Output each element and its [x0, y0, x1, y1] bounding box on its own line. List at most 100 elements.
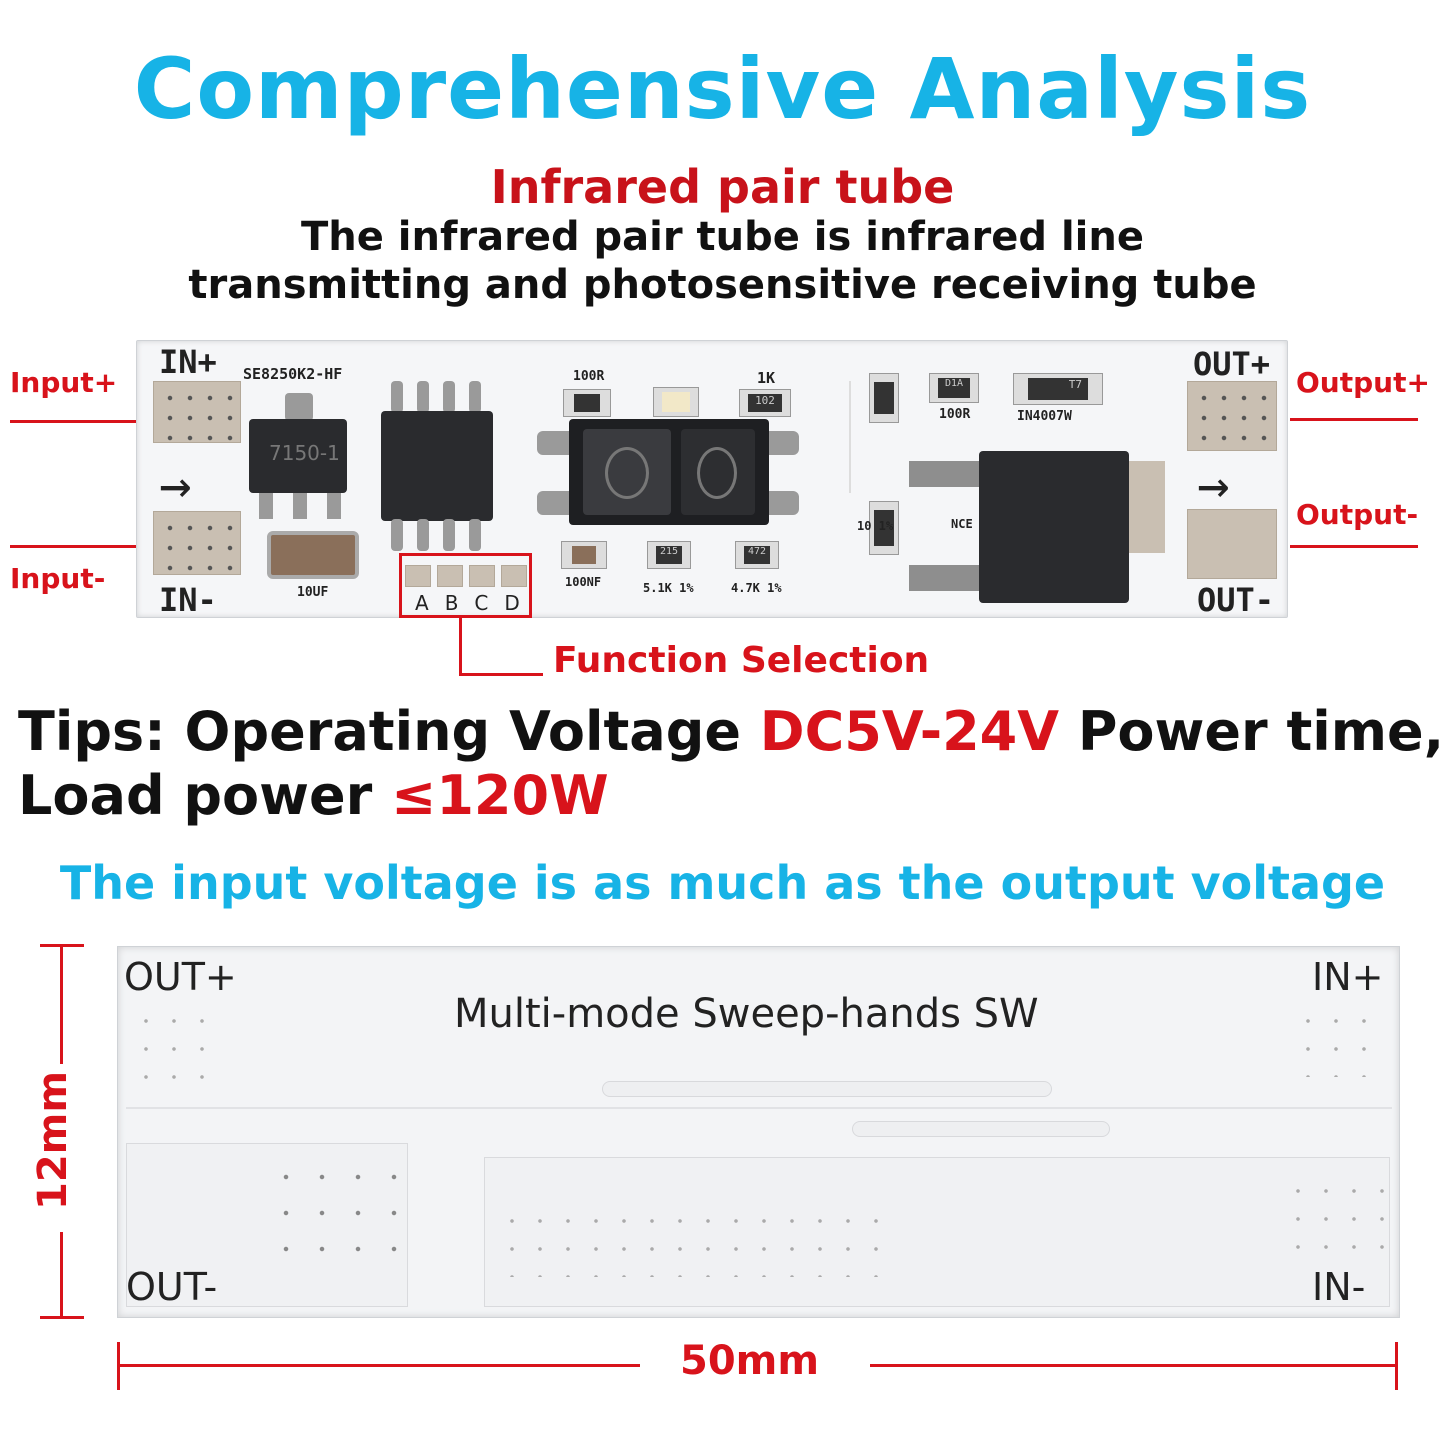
mosfet-label: NCE: [951, 517, 973, 531]
width-dimension-line-left: [117, 1364, 640, 1367]
regulator-tab: [285, 393, 313, 421]
regulator-leg-3: [327, 493, 341, 519]
ic-pin: [469, 519, 481, 551]
select-pad: [405, 565, 431, 587]
height-dimension-label: 12mm: [30, 1070, 76, 1210]
select-letter-d: D: [504, 591, 520, 615]
output-minus-label: Output-: [1296, 498, 1419, 531]
function-selection-label: Function Selection: [553, 640, 930, 681]
ir-pair-tube: [569, 419, 769, 525]
resistor-10-ohm: [869, 501, 899, 555]
bottom-out-plus-label: OUT+: [124, 955, 237, 999]
output-plus-pad: [1187, 381, 1277, 451]
load-power-prefix: Load power: [18, 764, 392, 827]
via-grid-bottom: [498, 1207, 878, 1277]
input-plus-pad: [153, 381, 241, 443]
ic-pin: [391, 381, 403, 413]
trace-middle: [852, 1121, 1110, 1137]
ir-receiver: [681, 429, 755, 515]
via-grid-left: [132, 1007, 222, 1087]
width-dimension-right-tick: [1395, 1342, 1398, 1390]
height-dimension-line-bottom: [60, 1232, 63, 1318]
capacitor-100nf: [561, 541, 607, 569]
arrow-right-icon: →: [1197, 453, 1230, 516]
trace-line: [849, 381, 859, 493]
select-pad: [469, 565, 495, 587]
height-dimension-bottom-tick: [40, 1316, 84, 1319]
trace-long-top: [602, 1081, 1052, 1097]
width-dimension-label: 50mm: [680, 1338, 820, 1384]
tips-line-1: Tips: Operating Voltage DC5V-24V Power t…: [18, 700, 1444, 763]
resistor-100r-label: 100R: [573, 369, 605, 384]
select-letter-a: A: [415, 591, 429, 615]
mosfet-tab: [1129, 461, 1165, 553]
diode-label: IN4007W: [1017, 409, 1072, 424]
resistor-4k7-code: 472: [744, 546, 770, 564]
resistor-10-label: 10 1%: [857, 519, 894, 533]
page-title: Comprehensive Analysis: [133, 40, 1312, 138]
description-line-1: The infrared pair tube is infrared line: [300, 214, 1144, 260]
pcb-in-plus-label: IN+: [159, 343, 217, 381]
via-grid-out-minus: [268, 1159, 398, 1269]
resistor-1k-code: 102: [748, 394, 782, 412]
tips-prefix: Tips: Operating Voltage: [18, 700, 760, 763]
function-select-pads: [405, 565, 531, 589]
resistor-vertical: [869, 373, 899, 423]
function-select-letters: A B C D: [415, 591, 520, 615]
diode-in4007w: T7: [1013, 373, 1103, 405]
resistor-1k-label: 1K: [757, 369, 776, 387]
ic-pin: [443, 519, 455, 551]
led-indicator: [653, 387, 699, 417]
ic-pin: [391, 519, 403, 551]
input-voltage-note: The input voltage is as much as the outp…: [59, 856, 1386, 910]
input-minus-line: [10, 545, 136, 548]
ic-pin: [469, 381, 481, 413]
function-selection-line-vertical: [459, 618, 462, 676]
bottom-in-plus-label: IN+: [1312, 955, 1384, 999]
mosfet-leg-1: [909, 461, 981, 487]
bottom-out-minus-label: OUT-: [126, 1265, 218, 1309]
resistor-100r: [563, 389, 611, 417]
resistor-100r-b: D1A: [929, 373, 979, 403]
description-line-2: transmitting and photosensitive receivin…: [188, 262, 1257, 308]
capacitor-100nf-label: 100NF: [565, 575, 602, 589]
section-subtitle: Infrared pair tube: [490, 160, 955, 214]
pcb-out-minus-label: OUT-: [1197, 581, 1275, 619]
resistor-4k7: 472: [735, 541, 779, 569]
output-plus-line: [1290, 418, 1418, 421]
regulator-leg-1: [259, 493, 273, 519]
capacitor-label: 10UF: [297, 585, 329, 600]
via-grid-in-minus: [1284, 1177, 1384, 1267]
pcb-in-minus-label: IN-: [159, 581, 217, 619]
pcb-top-board: IN+ → IN- SE8250K2-HF 7150-1 10UF A B C …: [136, 340, 1288, 619]
chip-part-label: SE8250K2-HF: [243, 365, 343, 383]
ir-emitter: [583, 429, 671, 515]
input-minus-label: Input-: [10, 562, 106, 595]
mosfet-leg-2: [909, 565, 981, 591]
resistor-5k1-code: 215: [656, 546, 682, 564]
capacitor-10uf: [267, 531, 359, 579]
ic-pin: [417, 519, 429, 551]
output-plus-label: Output+: [1296, 366, 1430, 399]
operating-voltage-value: DC5V-24V: [759, 700, 1060, 763]
ic-pin: [443, 381, 455, 413]
resistor-1k: 102: [739, 389, 791, 417]
resistor-5k1: 215: [647, 541, 691, 569]
tips-suffix: Power time,: [1059, 700, 1445, 763]
resistor-4k7-label: 4.7K 1%: [731, 581, 782, 595]
trace-divider: [126, 1107, 1392, 1109]
input-plus-label: Input+: [10, 366, 118, 399]
via-grid-right: [1294, 1007, 1384, 1077]
pcb-bottom-board: OUT+ IN+ Multi-mode Sweep-hands SW OUT- …: [117, 946, 1400, 1318]
function-selection-line-horizontal: [459, 673, 543, 676]
bottom-in-minus-label: IN-: [1312, 1265, 1366, 1309]
regulator-leg-2: [293, 493, 307, 519]
resistor-100r-b-code: D1A: [938, 378, 970, 398]
select-letter-b: B: [444, 591, 459, 615]
input-plus-line: [10, 420, 136, 423]
select-letter-c: C: [474, 591, 489, 615]
mosfet-chip: NCE: [951, 451, 1129, 603]
ic-pin: [417, 381, 429, 413]
load-power-value: ≤120W: [391, 764, 609, 827]
resistor-100r-b-label: 100R: [939, 407, 971, 422]
